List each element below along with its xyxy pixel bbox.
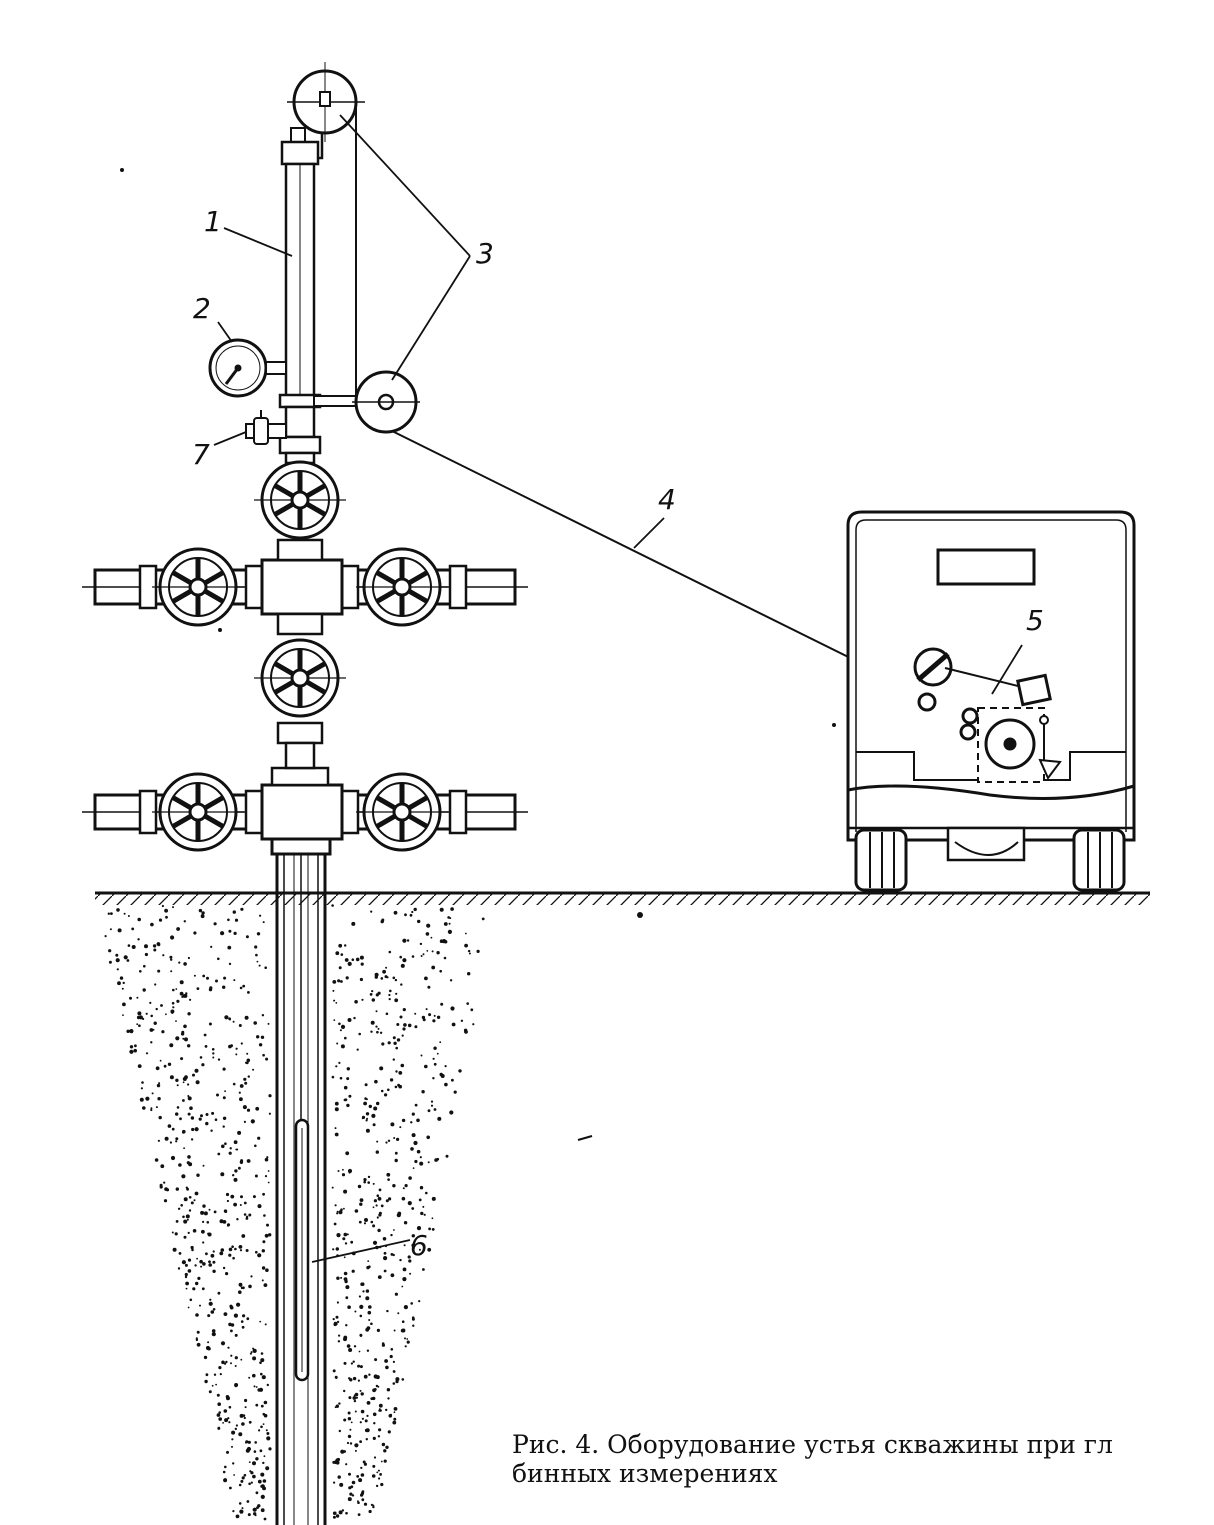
lower-sheave	[313, 370, 420, 434]
callout-5: 5	[1026, 604, 1044, 637]
callout-4: 4	[658, 483, 676, 516]
handwheel-icon	[356, 772, 448, 852]
leader-lines	[213, 114, 1023, 1263]
side-valve	[245, 410, 287, 445]
handwheel-icon	[356, 547, 448, 627]
lubricator-tube	[278, 127, 322, 455]
winch-unit	[913, 647, 1062, 783]
figure-caption: Рис. 4. Оборудование устья скважины при …	[512, 1430, 1214, 1488]
callout-6: 6	[410, 1229, 428, 1262]
handwheel-icon	[152, 772, 244, 852]
top-sheave	[287, 62, 365, 160]
caption-line-2: бинных измерениях	[512, 1459, 778, 1488]
handwheel-icon	[254, 638, 346, 718]
depth-instrument	[294, 1118, 310, 1382]
handwheel-icon	[152, 547, 244, 627]
callout-1: 1	[204, 205, 222, 238]
callout-2: 2	[193, 292, 211, 325]
wire-line	[355, 102, 926, 696]
callout-3: 3	[476, 237, 494, 270]
pressure-gauge	[208, 338, 287, 398]
logging-truck	[846, 510, 1136, 892]
handwheels	[152, 460, 448, 852]
handwheel-icon	[254, 460, 346, 540]
specks	[120, 168, 836, 1141]
callout-7: 7	[192, 438, 210, 471]
caption-line-1: Рис. 4. Оборудование устья скважины при …	[512, 1430, 1113, 1459]
well-casing	[270, 836, 332, 1525]
lower-flowline	[82, 783, 528, 841]
ground-surface	[95, 891, 1150, 905]
upper-flowline	[82, 558, 528, 616]
